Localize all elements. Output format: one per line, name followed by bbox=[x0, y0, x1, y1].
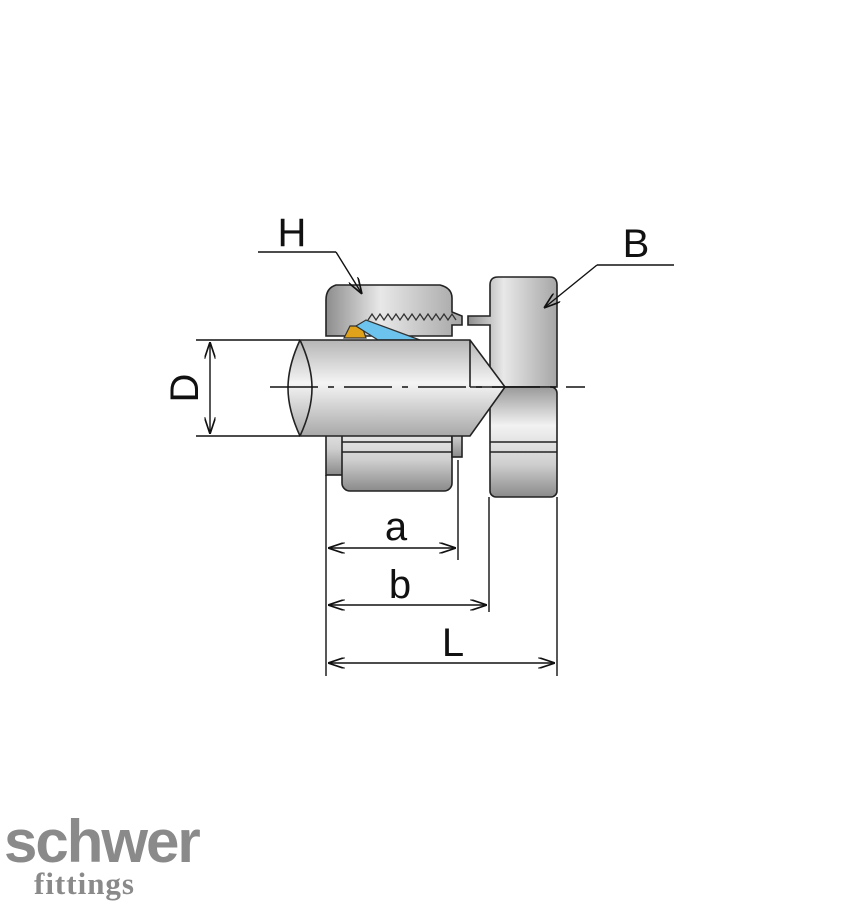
label-h: H bbox=[278, 211, 307, 255]
label-a: a bbox=[385, 505, 408, 549]
tube bbox=[287, 339, 506, 437]
leader-h bbox=[258, 251, 362, 294]
dimension-d bbox=[196, 339, 300, 437]
extension-lines bbox=[325, 460, 558, 676]
label-b-body: B bbox=[623, 222, 650, 266]
label-l: L bbox=[442, 621, 464, 665]
cutting-ring bbox=[343, 319, 421, 341]
label-d: D bbox=[163, 374, 207, 403]
leader-b bbox=[544, 264, 674, 308]
label-b: b bbox=[389, 563, 411, 607]
logo-subtitle: fittings bbox=[34, 866, 135, 901]
logo-wordmark: schwer bbox=[4, 808, 200, 875]
